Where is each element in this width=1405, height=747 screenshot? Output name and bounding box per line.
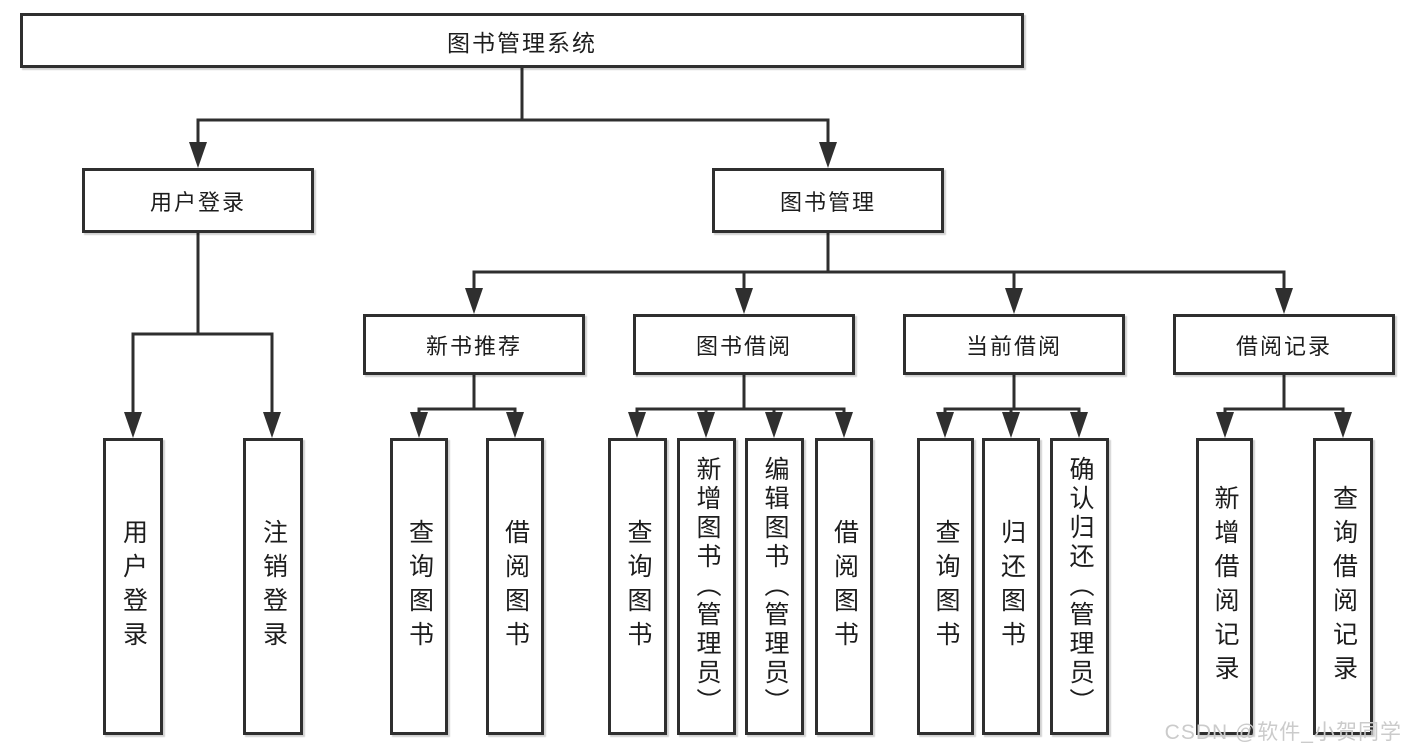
- leaf-logout: 注销登录: [243, 438, 303, 735]
- leaf-edit-books-admin: 编辑图书（管理员）: [745, 438, 804, 735]
- leaf-return-books: 归还图书: [982, 438, 1040, 735]
- node-book-borrowing: 图书借阅: [633, 314, 855, 375]
- node-book-management: 图书管理: [712, 168, 944, 233]
- leaf-add-borrow-record: 新增借阅记录: [1196, 438, 1253, 735]
- tree-edges: [131, 66, 1345, 416]
- node-user-login: 用户登录: [82, 168, 314, 233]
- watermark: CSDN @软件_小贺同学: [1164, 721, 1402, 744]
- node-new-book-recommendation: 新书推荐: [363, 314, 585, 375]
- leaf-user-login: 用户登录: [103, 438, 163, 735]
- leaf-confirm-return-admin: 确认归还（管理员）: [1050, 438, 1109, 735]
- node-borrowing-records: 借阅记录: [1173, 314, 1395, 375]
- leaf-borrow-books: 借阅图书: [486, 438, 544, 735]
- node-library-system: 图书管理系统: [20, 13, 1024, 68]
- leaf-query-books: 查询图书: [917, 438, 974, 735]
- node-current-borrowing: 当前借阅: [903, 314, 1125, 375]
- leaf-query-borrow-record: 查询借阅记录: [1313, 438, 1373, 735]
- leaf-query-books: 查询图书: [608, 438, 667, 735]
- leaf-query-books: 查询图书: [390, 438, 448, 735]
- leaf-borrow-books: 借阅图书: [815, 438, 873, 735]
- arrowheads: [124, 142, 1352, 438]
- leaf-add-books-admin: 新增图书（管理员）: [677, 438, 736, 735]
